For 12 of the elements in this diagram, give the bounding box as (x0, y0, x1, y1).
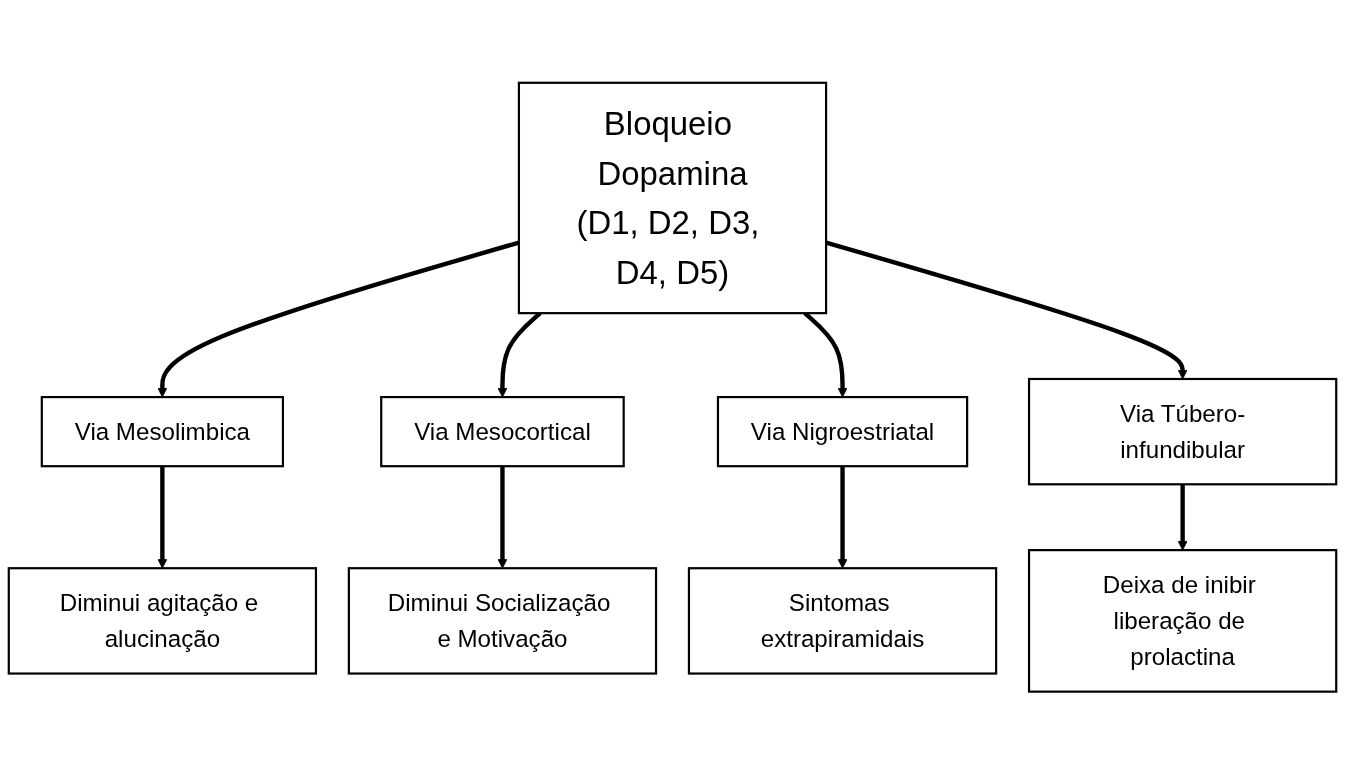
arrow (497, 466, 508, 569)
node-box: Via Mesocortical (380, 395, 625, 468)
node-box: Sintomas extrapiramidais (687, 566, 998, 675)
node-box: Via Mesolimbica (40, 395, 284, 468)
node-box: Diminui Socialização e Motivação (347, 566, 658, 675)
node-box: Diminui agitação e alucinação (7, 566, 318, 675)
node-box: Via Túbero-infundibular (1027, 377, 1338, 486)
node-box: Via Nigroestriatal (716, 395, 969, 468)
arrow (157, 466, 168, 569)
arrow (837, 466, 848, 569)
node-box: Bloqueio Dopamina (D1, D2, D3, D4, D5) (517, 81, 828, 315)
node-box: Deixa de inibir liberação de prolactina (1027, 548, 1338, 693)
